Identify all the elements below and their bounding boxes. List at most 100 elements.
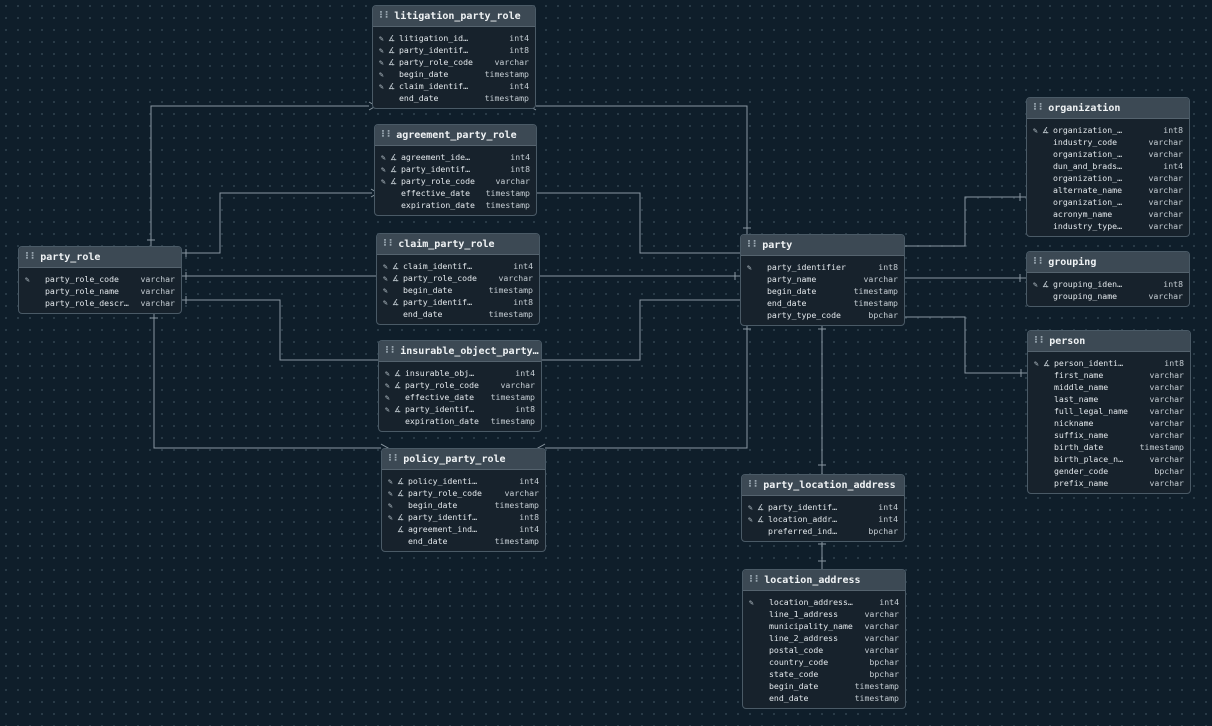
- column-row[interactable]: ✎∡agreement_ide…int4: [375, 151, 536, 163]
- column-row[interactable]: ✎∡party_identif…int8: [382, 511, 545, 523]
- grip-icon[interactable]: ⠇⠇: [388, 454, 400, 464]
- grip-icon[interactable]: ⠇⠇: [748, 480, 760, 490]
- grip-icon[interactable]: ⠇⠇: [381, 130, 393, 140]
- column-row[interactable]: ✎∡party_identif…int8: [373, 44, 535, 56]
- column-row[interactable]: organization_…varchar: [1027, 172, 1189, 184]
- column-row[interactable]: ✎∡person_identi…int8: [1028, 357, 1190, 369]
- column-row[interactable]: ✎∡claim_identif…int4: [373, 80, 535, 92]
- grip-icon[interactable]: ⠇⠇: [379, 11, 391, 21]
- table-header[interactable]: ⠇⠇claim_party_role: [377, 234, 539, 255]
- column-row[interactable]: birth_place_n…varchar: [1028, 453, 1190, 465]
- column-row[interactable]: dun_and_brads…int4: [1027, 160, 1189, 172]
- table-header[interactable]: ⠇⠇party_role: [19, 247, 181, 268]
- grip-icon[interactable]: ⠇⠇: [1033, 257, 1045, 267]
- column-row[interactable]: ✎∡insurable_obj…int4: [379, 367, 541, 379]
- column-row[interactable]: organization_…varchar: [1027, 196, 1189, 208]
- column-row[interactable]: ✎∡party_identif…int8: [379, 403, 541, 415]
- grip-icon[interactable]: ⠇⠇: [747, 240, 759, 250]
- table-header[interactable]: ⠇⠇litigation_party_role: [373, 6, 535, 27]
- grip-icon[interactable]: ⠇⠇: [1033, 103, 1045, 113]
- column-row[interactable]: ∡agreement_ind…int4: [382, 523, 545, 535]
- column-row[interactable]: ✎∡organization_…int8: [1027, 124, 1189, 136]
- column-row[interactable]: ✎∡location_addr…int4: [742, 513, 904, 525]
- grip-icon[interactable]: ⠇⠇: [749, 575, 761, 585]
- grip-icon[interactable]: ⠇⠇: [25, 252, 37, 262]
- column-row[interactable]: ✎location_address…int4: [743, 596, 905, 608]
- column-row[interactable]: ✎∡party_identif…int4: [742, 501, 904, 513]
- table-policy-party-role[interactable]: ⠇⠇policy_party_role✎∡policy_identi…int4✎…: [381, 448, 546, 552]
- table-header[interactable]: ⠇⠇party: [741, 235, 904, 256]
- table-header[interactable]: ⠇⠇policy_party_role: [382, 449, 545, 470]
- grip-icon[interactable]: ⠇⠇: [383, 239, 395, 249]
- table-insurable-object-party-role[interactable]: ⠇⠇insurable_object_party_r… ✎∡insurable_o…: [378, 340, 542, 432]
- table-header[interactable]: ⠇⠇party_location_address: [742, 475, 904, 496]
- table-header[interactable]: ⠇⠇person: [1028, 331, 1190, 352]
- table-header[interactable]: ⠇⠇insurable_object_party_r…: [379, 341, 541, 362]
- column-row[interactable]: ✎∡party_identif…int8: [377, 296, 539, 308]
- column-row[interactable]: ✎∡party_identif…int8: [375, 163, 536, 175]
- table-litigation-party-role[interactable]: ⠇⠇litigation_party_role ✎∡litigation_id…i…: [372, 5, 536, 109]
- table-header[interactable]: ⠇⠇organization: [1027, 98, 1189, 119]
- table-claim-party-role[interactable]: ⠇⠇claim_party_role✎∡claim_identif…int4✎∡…: [376, 233, 540, 325]
- table-header[interactable]: ⠇⠇location_address: [743, 570, 905, 591]
- table-location-address[interactable]: ⠇⠇location_address ✎location_address…int4…: [742, 569, 906, 709]
- column-row[interactable]: organization_…varchar: [1027, 148, 1189, 160]
- table-header[interactable]: ⠇⠇agreement_party_role: [375, 125, 536, 146]
- grip-icon[interactable]: ⠇⠇: [385, 346, 397, 356]
- column-row[interactable]: ✎∡litigation_id…int4: [373, 32, 535, 44]
- column-row[interactable]: preferred_ind…bpchar: [742, 525, 904, 537]
- table-agreement-party-role[interactable]: ⠇⠇agreement_party_role ✎∡agreement_ide…in…: [374, 124, 537, 216]
- column-row[interactable]: party_role_descr…varchar: [19, 297, 181, 309]
- column-row[interactable]: industry_type…varchar: [1027, 220, 1189, 232]
- column-row[interactable]: ✎∡grouping_iden…int8: [1027, 278, 1189, 290]
- column-row[interactable]: ✎∡claim_identif…int4: [377, 260, 539, 272]
- column-row[interactable]: ✎∡policy_identi…int4: [382, 475, 545, 487]
